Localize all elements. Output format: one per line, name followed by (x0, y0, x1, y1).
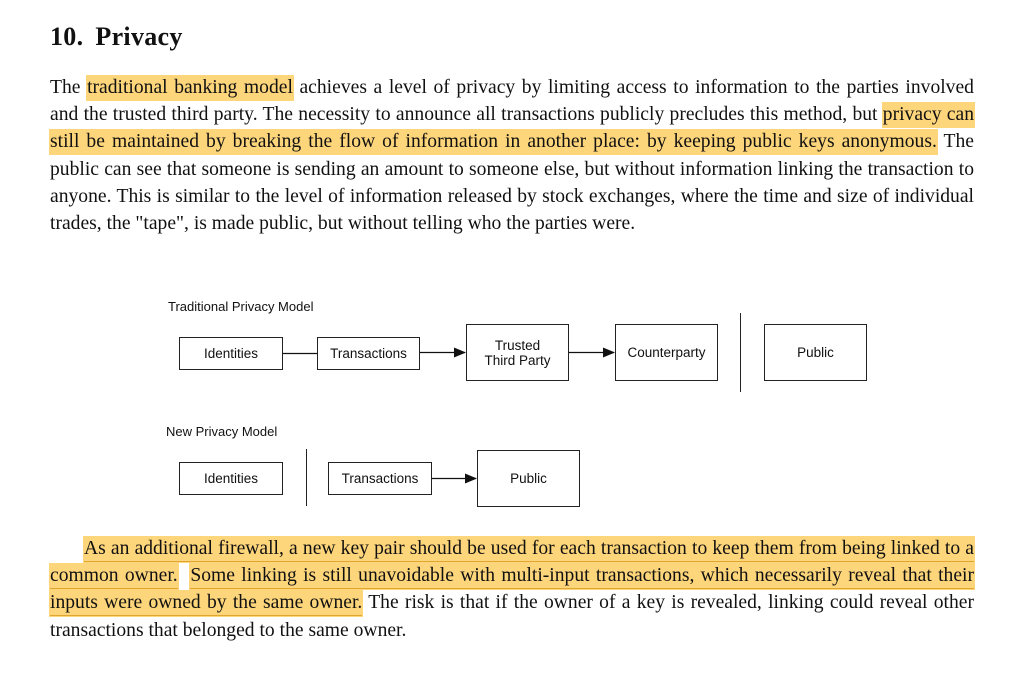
box-traditional-public: Public (764, 324, 867, 381)
box-traditional-counterparty: Counterparty (615, 324, 718, 381)
box-new-public: Public (477, 450, 580, 507)
box-traditional-transactions: Transactions (317, 337, 420, 370)
box-new-identities: Identities (179, 462, 283, 495)
box-traditional-identities: Identities (179, 337, 283, 370)
box-traditional-trusted-third-party: Trusted Third Party (466, 324, 569, 381)
new-divider (306, 449, 307, 506)
paragraph-1: The traditional banking model achieves a… (50, 74, 974, 237)
section-heading: 10. Privacy (50, 22, 183, 52)
new-model-title: New Privacy Model (166, 424, 278, 439)
paragraph-2: As an additional firewall, a new key pai… (50, 535, 975, 644)
traditional-model-title: Traditional Privacy Model (168, 299, 314, 314)
traditional-divider (740, 313, 741, 392)
p2-text-3: The risk is that if the owner of a key i… (50, 592, 975, 641)
p1-text-2: achieves a level of privacy by limiting … (50, 77, 974, 126)
section-number: 10. (50, 22, 84, 51)
p1-text-0: The (50, 77, 88, 98)
section-title: Privacy (95, 22, 183, 51)
p1-highlight-1: traditional banking model (87, 76, 293, 100)
p1-text-4: The public can see that someone is sendi… (50, 131, 974, 235)
box-new-transactions: Transactions (328, 462, 432, 495)
